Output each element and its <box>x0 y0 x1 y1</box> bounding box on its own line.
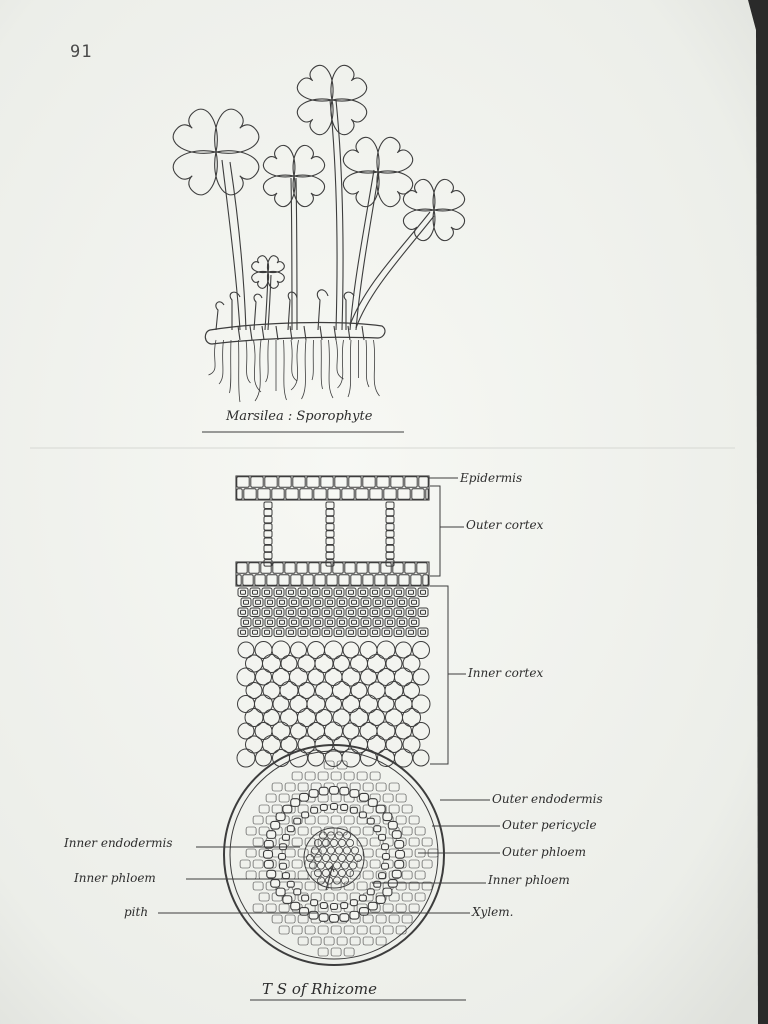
label-inner-phloem-right: Inner phloem <box>488 873 570 887</box>
label-outer-phloem: Outer phloem <box>502 845 586 859</box>
rhizome-title: T S of Rhizome <box>262 980 377 998</box>
label-pith: pith <box>124 905 149 919</box>
label-outer-cortex: Outer cortex <box>466 518 544 532</box>
label-inner-phloem-left: Inner phloem <box>74 871 156 885</box>
label-xylem: Xylem. <box>472 905 514 919</box>
sporophyte-title: Marsilea : Sporophyte <box>226 409 373 424</box>
label-epidermis: Epidermis <box>460 471 523 485</box>
label-outer-pericycle: Outer pericycle <box>502 818 597 832</box>
label-brackets <box>430 485 449 765</box>
label-inner-cortex: Inner cortex <box>468 666 544 680</box>
rhizome-ts-drawing <box>223 475 445 966</box>
sporophyte-drawing <box>172 64 465 403</box>
leader-lines <box>158 477 500 914</box>
label-outer-endodermis: Outer endodermis <box>492 792 603 806</box>
page-number: 91 <box>70 42 93 62</box>
label-inner-endodermis: Inner endodermis <box>64 836 173 850</box>
